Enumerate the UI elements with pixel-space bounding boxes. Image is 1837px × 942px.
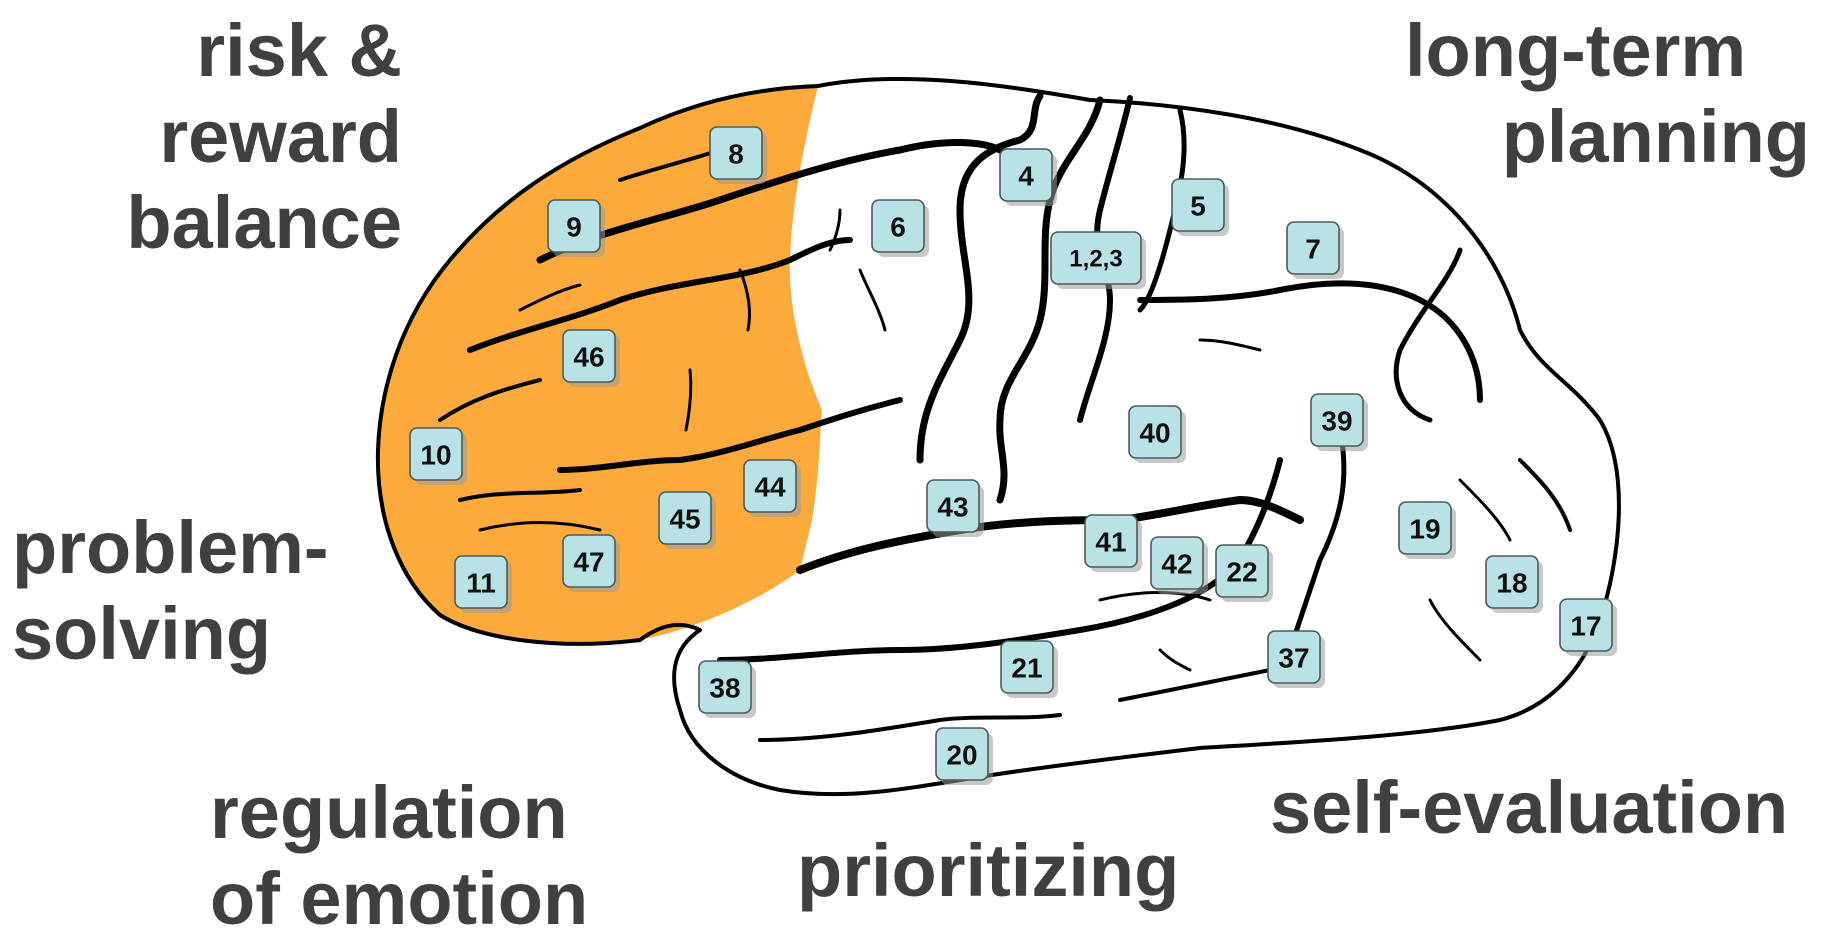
label-line: reward <box>159 95 402 178</box>
area-box-5: 5 <box>1171 178 1229 236</box>
area-box-face <box>562 534 616 588</box>
area-number: 1,2,3 <box>1069 246 1122 273</box>
label-line: regulation <box>210 771 568 854</box>
area-number: 39 <box>1321 406 1352 437</box>
area-box-face <box>935 727 989 781</box>
area-number: 17 <box>1570 611 1601 642</box>
area-number: 40 <box>1139 418 1170 449</box>
area-number: 18 <box>1496 568 1527 599</box>
label-line: self-evaluation <box>1270 766 1789 849</box>
area-box-20: 20 <box>935 727 993 785</box>
label-regulation-of-emotion: regulation of emotion <box>210 770 588 942</box>
area-number: 20 <box>946 740 977 771</box>
area-number: 11 <box>466 568 496 599</box>
area-box-face <box>1267 630 1321 684</box>
area-box-face <box>926 479 980 533</box>
label-problem-solving: problem- solving <box>12 505 329 677</box>
area-box-face <box>1398 501 1452 555</box>
area-box-face <box>698 660 752 714</box>
area-number: 42 <box>1161 549 1192 580</box>
area-box-face <box>1286 221 1340 275</box>
area-number: 44 <box>754 472 786 503</box>
area-number: 6 <box>890 212 906 243</box>
area-box-face <box>1171 178 1225 232</box>
area-box-face <box>562 329 616 383</box>
area-number: 22 <box>1226 557 1257 588</box>
area-box-46: 46 <box>562 329 620 387</box>
area-box-face <box>1215 544 1269 598</box>
area-box-7: 7 <box>1286 221 1344 279</box>
area-box-21: 21 <box>1000 640 1058 698</box>
area-number: 10 <box>420 440 451 471</box>
area-box-face <box>1050 231 1142 285</box>
area-box-6: 6 <box>871 199 929 257</box>
area-number: 37 <box>1278 643 1309 674</box>
area-box-8: 8 <box>709 126 767 184</box>
area-number: 4 <box>1018 161 1034 192</box>
area-box-face <box>1559 598 1613 652</box>
area-box-1-2-3: 1,2,3 <box>1050 231 1146 289</box>
area-box-face <box>1150 536 1204 590</box>
area-box-face <box>1310 393 1364 447</box>
area-box-45: 45 <box>658 491 716 549</box>
area-box-17: 17 <box>1559 598 1617 656</box>
label-risk-reward-balance: risk & reward balance <box>126 8 402 266</box>
area-box-38: 38 <box>698 660 756 718</box>
label-line: balance <box>126 181 402 264</box>
area-box-face <box>709 126 763 180</box>
area-number: 21 <box>1011 653 1042 684</box>
label-line: long-term <box>1405 9 1747 92</box>
label-line: of emotion <box>210 857 589 940</box>
area-box-41: 41 <box>1084 514 1142 572</box>
label-line: planning <box>1501 95 1810 178</box>
area-box-44: 44 <box>743 459 801 517</box>
area-box-11: 11 <box>454 555 512 613</box>
area-number: 8 <box>728 139 744 170</box>
area-box-9: 9 <box>547 199 605 257</box>
area-box-face <box>1128 405 1182 459</box>
area-box-42: 42 <box>1150 536 1208 594</box>
area-number: 38 <box>709 673 740 704</box>
label-line: risk & <box>196 9 402 92</box>
area-number: 45 <box>669 504 700 535</box>
area-number: 46 <box>573 342 604 373</box>
area-box-47: 47 <box>562 534 620 592</box>
area-box-face <box>1000 640 1054 694</box>
area-number: 19 <box>1409 514 1440 545</box>
area-box-face <box>1084 514 1138 568</box>
area-number: 5 <box>1190 191 1206 222</box>
area-box-22: 22 <box>1215 544 1273 602</box>
area-number: 7 <box>1305 234 1321 265</box>
area-number: 9 <box>566 212 582 243</box>
area-box-4: 4 <box>999 148 1057 206</box>
area-box-face <box>871 199 925 253</box>
area-box-face <box>999 148 1053 202</box>
brodmann-area-labels: 8 9 46 10 11 47 45 44 6 4 1,2,3 5 7 40 39 43 41 42 22 19 18 1… <box>409 126 1617 785</box>
label-long-term-planning: long-term planning <box>1405 8 1810 180</box>
area-box-43: 43 <box>926 479 984 537</box>
area-box-18: 18 <box>1485 555 1543 613</box>
area-box-face <box>454 555 508 609</box>
area-number: 43 <box>937 492 968 523</box>
label-line: solving <box>12 592 272 675</box>
label-self-evaluation: self-evaluation <box>1270 765 1788 851</box>
area-box-10: 10 <box>409 427 467 485</box>
area-box-face <box>547 199 601 253</box>
area-box-39: 39 <box>1310 393 1368 451</box>
label-line: problem- <box>12 506 329 589</box>
area-box-face <box>409 427 463 481</box>
area-number: 41 <box>1095 527 1126 558</box>
area-box-40: 40 <box>1128 405 1186 463</box>
area-box-37: 37 <box>1267 630 1325 688</box>
label-line: prioritizing <box>797 829 1180 912</box>
area-box-19: 19 <box>1398 501 1456 559</box>
area-box-face <box>1485 555 1539 609</box>
area-box-face <box>743 459 797 513</box>
label-prioritizing: prioritizing <box>797 828 1179 914</box>
area-number: 47 <box>573 547 604 578</box>
area-box-face <box>658 491 712 545</box>
